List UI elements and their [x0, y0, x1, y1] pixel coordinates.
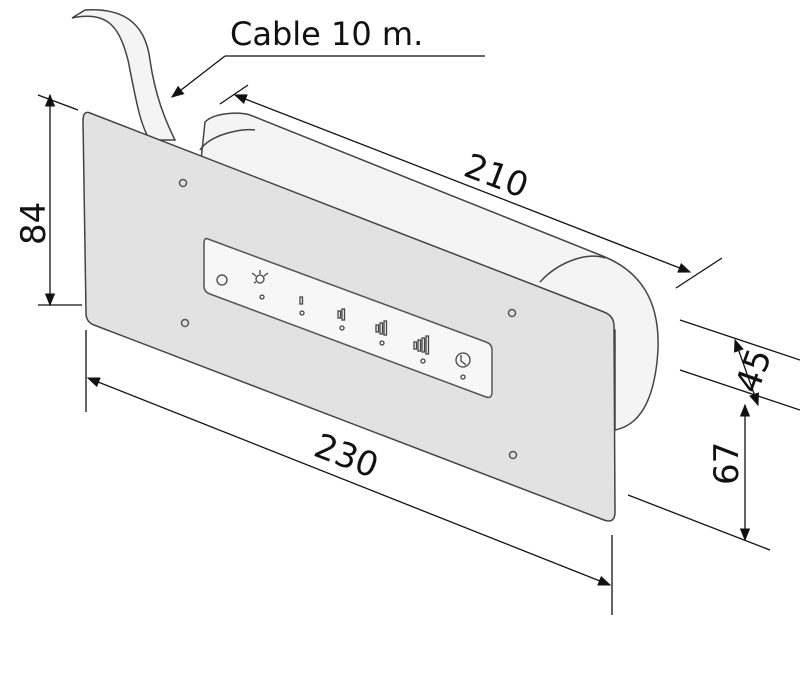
light-icon[interactable]: [251, 270, 269, 300]
cable-label: Cable 10 m.: [230, 15, 423, 53]
width-dimension: 230: [309, 426, 384, 487]
cable: [71, 9, 177, 141]
height-dimension: 84: [14, 202, 54, 245]
speed-3-icon[interactable]: [375, 320, 388, 346]
speed-2-icon[interactable]: [337, 308, 346, 331]
control-panel: [203, 237, 493, 399]
timer-small-icon[interactable]: [216, 274, 228, 286]
speed-1-icon[interactable]: [299, 296, 305, 316]
offset-dimension: 45: [728, 344, 780, 398]
speed-4-icon[interactable]: [413, 335, 430, 364]
depth-dimension: 210: [459, 146, 534, 207]
box-height-dimension: 67: [707, 442, 747, 485]
